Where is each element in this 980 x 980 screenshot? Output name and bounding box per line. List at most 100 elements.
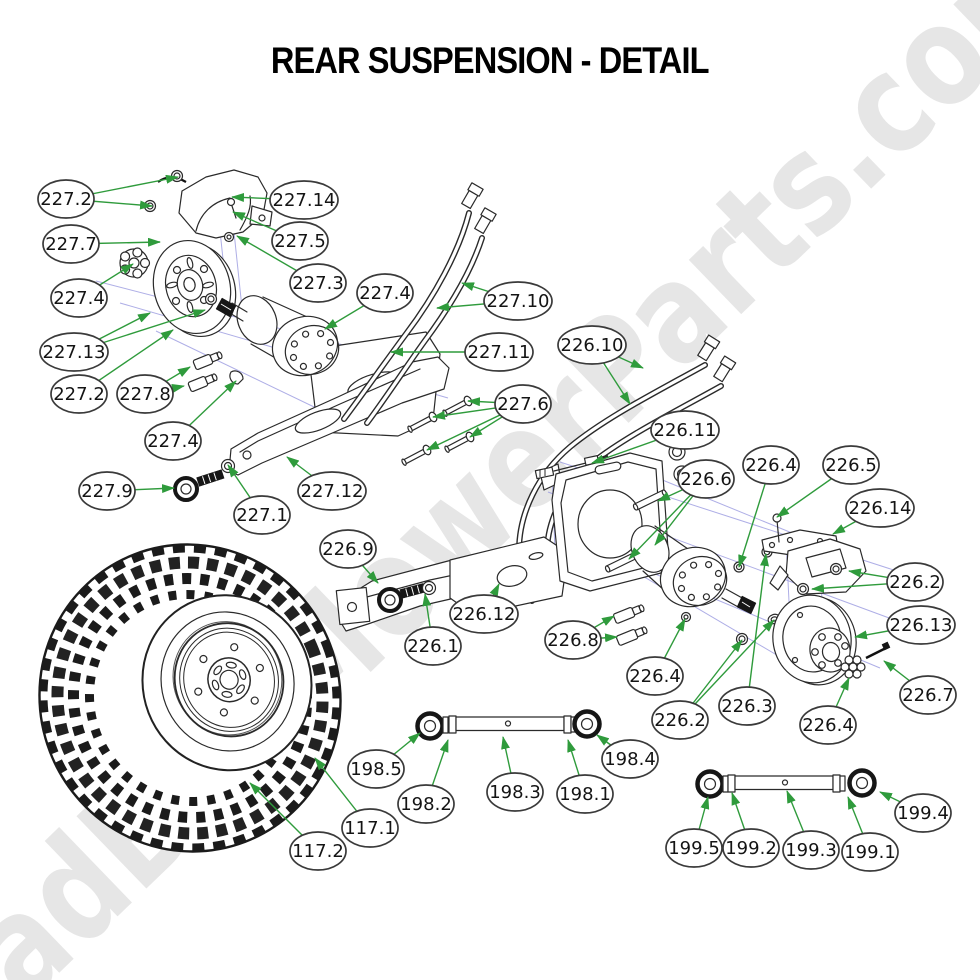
callout-label-227.2: 227.2 [40, 189, 92, 210]
callout-label-227.9: 227.9 [81, 481, 133, 502]
callout-label-198.4: 198.4 [604, 749, 656, 770]
callout-label-226.8: 226.8 [547, 630, 599, 651]
callout-bubble-227.3 [289, 263, 347, 303]
callout-label-226.11: 226.11 [654, 420, 717, 441]
page-title: REAR SUSPENSION - DETAIL [271, 40, 710, 81]
callout-label-227.1: 227.1 [236, 505, 288, 526]
nut [796, 582, 810, 596]
callout-label-227.10: 227.10 [487, 291, 550, 312]
callout-bubble-226.6 [677, 459, 735, 499]
callout-label-227.11: 227.11 [468, 342, 531, 363]
leader-line [746, 553, 769, 707]
callout-label-199.4: 199.4 [897, 803, 949, 824]
shaft-nut [204, 292, 218, 306]
callout-label-226.12: 226.12 [453, 604, 516, 625]
brake-caliper-right [761, 513, 867, 595]
callout-label-198.3: 198.3 [489, 782, 541, 803]
callout-bubble-227.13 [39, 332, 109, 372]
callout-bubble-227.14 [269, 180, 339, 220]
elbow-fittings [612, 604, 648, 646]
callout-bubble-199.1 [841, 832, 899, 872]
callout-bubble-227.9 [78, 471, 136, 511]
callout-bubble-117.1 [341, 808, 399, 848]
callout-label-227.4: 227.4 [147, 431, 199, 452]
callout-bubble-227.7 [42, 224, 100, 264]
callout-label-227.2: 227.2 [53, 384, 105, 405]
callout-label-117.2: 117.2 [292, 841, 344, 862]
brake-caliper-left [157, 169, 273, 239]
callout-bubble-227.11 [464, 332, 534, 372]
callout-bubble-227.4 [144, 421, 202, 461]
callout-bubble-226.1 [404, 626, 462, 666]
callout-bubble-199.2 [722, 828, 780, 868]
callout-bubble-226.2 [651, 700, 709, 740]
motor-port [680, 611, 692, 623]
rod-end-left [173, 458, 236, 502]
rod-end-right [377, 580, 437, 613]
callout-label-198.1: 198.1 [559, 784, 611, 805]
callout-label-226.4: 226.4 [629, 666, 681, 687]
hub-knob [119, 247, 151, 279]
callout-label-199.1: 199.1 [844, 842, 896, 863]
callout-bubble-226.4 [626, 656, 684, 696]
callout-bubble-226.12 [449, 594, 519, 634]
callout-bubble-199.5 [665, 828, 723, 868]
callout-bubble-226.3 [718, 686, 776, 726]
castle-nut [840, 655, 866, 679]
callout-bubble-227.2 [37, 179, 95, 219]
callout-bubble-226.7 [899, 675, 957, 715]
callout-bubble-117.2 [289, 831, 347, 871]
callout-label-198.2: 198.2 [400, 794, 452, 815]
callout-label-226.3: 226.3 [721, 696, 773, 717]
callout-bubble-198.4 [601, 739, 659, 779]
tie-rod-upper [415, 709, 602, 741]
left-suspension-assembly [119, 169, 497, 502]
callout-label-227.14: 227.14 [273, 190, 336, 211]
hydraulic-hoses-left [341, 182, 497, 426]
right-suspension-assembly [335, 334, 891, 686]
callout-bubble-226.9 [319, 529, 377, 569]
callout-bubble-226.10 [557, 325, 627, 365]
callout-label-226.7: 226.7 [902, 685, 954, 706]
callout-bubble-227.10 [483, 281, 553, 321]
brake-rotor-right [772, 594, 857, 686]
callout-label-227.12: 227.12 [301, 481, 364, 502]
callout-bubble-226.13 [886, 605, 956, 645]
callout-label-227.4: 227.4 [53, 288, 105, 309]
callout-bubble-226.4 [742, 445, 800, 485]
callout-label-227.8: 227.8 [119, 384, 171, 405]
callout-label-226.2: 226.2 [654, 710, 706, 731]
callout-label-227.5: 227.5 [274, 231, 326, 252]
callout-label-117.1: 117.1 [344, 818, 396, 839]
callout-bubble-198.2 [397, 784, 455, 824]
nut [829, 562, 843, 576]
callout-label-226.1: 226.1 [407, 636, 459, 657]
tire [38, 543, 342, 853]
cotter-pin [865, 641, 891, 660]
callout-label-226.9: 226.9 [322, 539, 374, 560]
callout-label-226.4: 226.4 [745, 455, 797, 476]
callout-bubble-198.3 [486, 772, 544, 812]
key-washer [229, 370, 244, 385]
callout-bubble-227.12 [297, 471, 367, 511]
callout-label-199.3: 199.3 [785, 840, 837, 861]
callout-label-226.14: 226.14 [849, 498, 912, 519]
callout-label-226.10: 226.10 [561, 335, 624, 356]
nut [735, 632, 749, 646]
callout-label-227.6: 227.6 [497, 394, 549, 415]
callout-label-199.5: 199.5 [668, 838, 720, 859]
callout-label-227.4: 227.4 [359, 283, 411, 304]
callout-bubble-226.14 [845, 488, 915, 528]
callout-label-226.13: 226.13 [890, 615, 953, 636]
callout-label-198.5: 198.5 [350, 759, 402, 780]
callout-label-226.6: 226.6 [680, 469, 732, 490]
callout-bubble-227.6 [494, 384, 552, 424]
callout-label-226.5: 226.5 [825, 455, 877, 476]
callout-bubble-226.2 [886, 562, 944, 602]
callout-label-227.13: 227.13 [43, 342, 106, 363]
tie-rod-lower [695, 768, 877, 799]
callout-bubble-226.8 [544, 620, 602, 660]
callout-bubble-227.2 [50, 374, 108, 414]
